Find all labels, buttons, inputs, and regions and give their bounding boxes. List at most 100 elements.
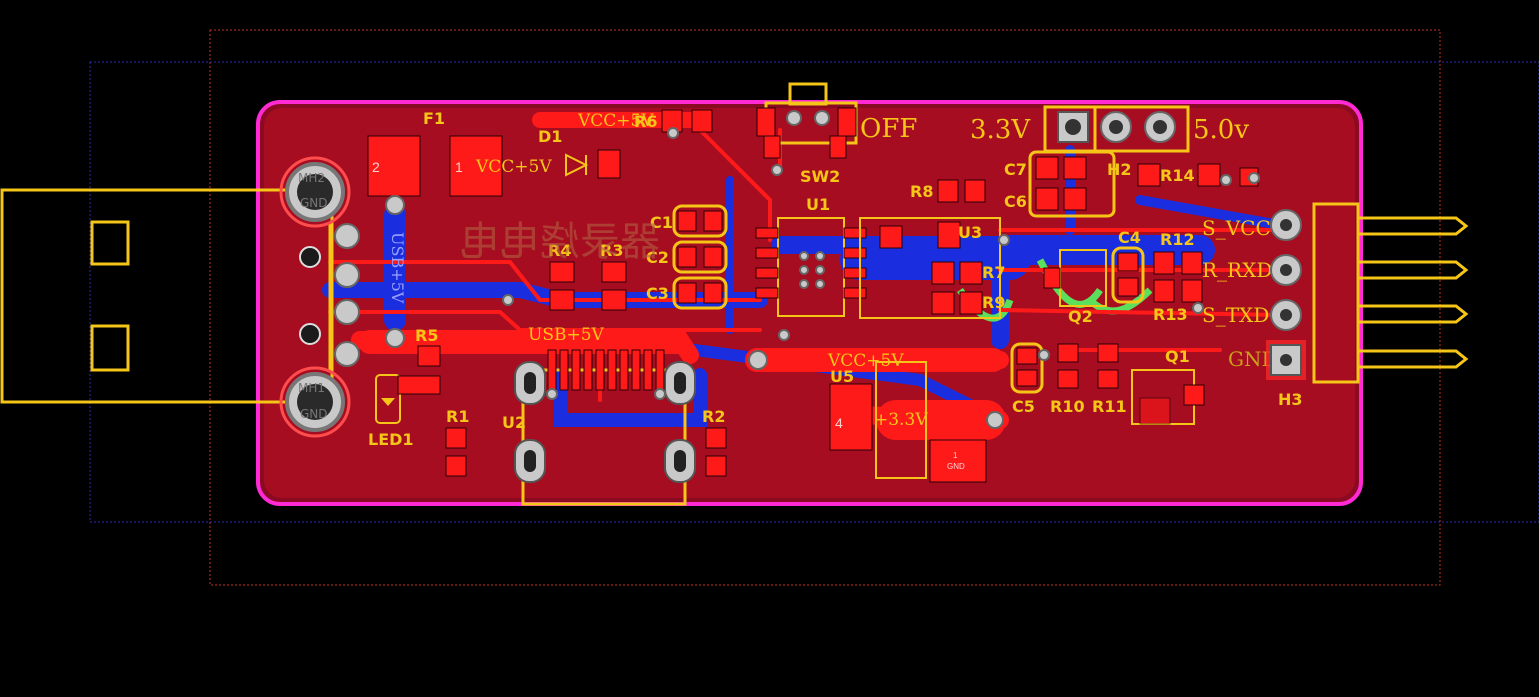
- pad-r12-1: [1153, 251, 1175, 275]
- pad-r1-1: [445, 427, 467, 449]
- mh2-gnd-label: GND: [300, 196, 328, 210]
- power-pour-vcc: [745, 348, 1005, 372]
- header-h3: [1266, 202, 1469, 384]
- pad-r1-2: [445, 455, 467, 477]
- pad-r7-2: [959, 261, 983, 285]
- c5-outline: [1010, 342, 1044, 394]
- mh2-label: MH2: [298, 171, 325, 185]
- ic-u1: [755, 217, 867, 317]
- regulator-u5: 4 1 GND: [829, 361, 987, 483]
- designator-sw2: SW2: [800, 167, 840, 186]
- vcc5v-label-top: VCC+5V: [577, 111, 654, 131]
- off-label: OFF: [860, 114, 917, 144]
- designator-u3: U3: [958, 223, 982, 242]
- designator-led1: LED1: [368, 430, 414, 449]
- designator-h2: H2: [1107, 160, 1132, 179]
- pad-r9-1: [931, 291, 955, 315]
- designator-r11: R11: [1092, 397, 1127, 416]
- designator-r9: R9: [982, 293, 1005, 312]
- keepout-outline: [89, 61, 1539, 523]
- via: [385, 195, 405, 215]
- led-led1: [375, 374, 441, 424]
- designator-c7: C7: [1004, 160, 1027, 179]
- pad-r7-1: [931, 261, 955, 285]
- designator-r4: R4: [548, 241, 571, 260]
- pad-r14-1: [1137, 163, 1161, 187]
- designator-u1: U1: [806, 195, 830, 214]
- misc-vias: [502, 127, 1260, 400]
- mirrored-bottom-silk: 器录烧电电: [460, 219, 660, 265]
- via: [986, 411, 1004, 429]
- pad-r8-2: [964, 179, 986, 203]
- pad-r5-1: [417, 345, 441, 367]
- f1-pin1-label: 1: [455, 159, 463, 175]
- via: [385, 328, 405, 348]
- designator-r6: R6: [634, 112, 657, 131]
- cap-c4: [1111, 246, 1145, 304]
- ic-u3: [859, 217, 1001, 319]
- pad-r6-2: [691, 109, 713, 133]
- mount-hole-mh2: [279, 156, 351, 228]
- designator-r8: R8: [910, 182, 933, 201]
- designator-r10: R10: [1050, 397, 1085, 416]
- pad-r14-2: [1197, 163, 1221, 187]
- pad-r11-2: [1097, 369, 1119, 389]
- mh1-label: MH1: [298, 381, 325, 395]
- pad-c5-1: [1016, 347, 1038, 365]
- pad-r2-2: [705, 455, 727, 477]
- jumper-h2: [1043, 105, 1190, 153]
- designator-c6: C6: [1004, 192, 1027, 211]
- designator-r12: R12: [1160, 230, 1195, 249]
- pad-q1: [1183, 384, 1205, 406]
- pad-r12-2: [1181, 251, 1203, 275]
- designator-r1: R1: [446, 407, 469, 426]
- pad-q1-b: [1139, 397, 1171, 425]
- designator-c4: C4: [1118, 228, 1141, 247]
- u5-gnd-label: GND: [947, 462, 965, 471]
- designator-r3: R3: [600, 241, 623, 260]
- power-pour-u5: [876, 400, 1006, 440]
- pad-c5-2: [1016, 369, 1038, 387]
- designator-r5: R5: [415, 326, 438, 345]
- fuse-f1: 2 1: [367, 135, 503, 197]
- vcc5v-label-d1: VCC+5V: [475, 157, 552, 177]
- designator-r7: R7: [982, 263, 1005, 282]
- usb5v-label: USB+5V: [528, 325, 605, 345]
- pad-r10-2: [1057, 369, 1079, 389]
- pad-r3-2: [601, 289, 627, 311]
- designator-r2: R2: [702, 407, 725, 426]
- designator-q2: Q2: [1068, 307, 1093, 326]
- via: [748, 350, 768, 370]
- usbc-connector-u2: [514, 349, 696, 506]
- r-rxd-label: R_RXD: [1202, 258, 1272, 282]
- designator-c1: C1: [650, 213, 673, 232]
- s-txd-label: S_TXD: [1202, 303, 1269, 327]
- designator-f1: F1: [423, 109, 445, 128]
- mount-hole-mh1: [279, 366, 351, 438]
- usb5v-vertical-label: USB+5V: [388, 232, 407, 304]
- designator-r14: R14: [1160, 166, 1195, 185]
- caps-c1-c2-c3: [672, 204, 728, 310]
- designator-u5: U5: [830, 367, 854, 386]
- designator-d1: D1: [538, 127, 562, 146]
- caps-c7-c6: [1028, 150, 1116, 218]
- vcc5v-label-mid: VCC+5V: [827, 351, 904, 371]
- designator-c2: C2: [646, 248, 669, 267]
- v33-label: 3.3V: [970, 115, 1031, 145]
- pad-r4-1: [549, 261, 575, 283]
- f1-pin2-label: 2: [372, 159, 380, 175]
- pad-q2: [1043, 267, 1061, 289]
- usb-connector: [0, 188, 334, 404]
- pad-r3-1: [601, 261, 627, 283]
- usb-pins: [299, 223, 360, 367]
- s-vcc-label: S_VCC: [1202, 216, 1271, 240]
- v33-pad-label: +3.3V: [874, 410, 928, 430]
- diode-d1: [565, 149, 621, 179]
- pad-r8-1: [937, 179, 959, 203]
- pad-r10-1: [1057, 343, 1079, 363]
- designator-c3: C3: [646, 284, 669, 303]
- mechanical-outline: [209, 29, 1441, 586]
- designator-q1: Q1: [1165, 347, 1190, 366]
